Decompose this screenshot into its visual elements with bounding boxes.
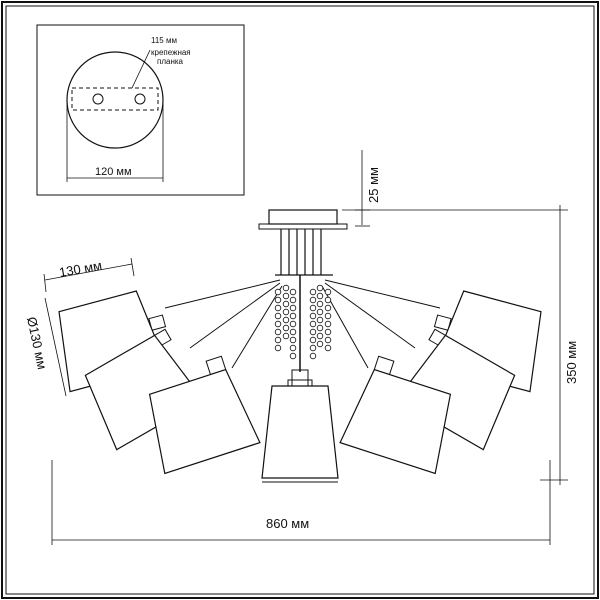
overall-height-label: 350 мм bbox=[564, 341, 579, 384]
mounting-base-inset: 115 мм крепежная планка 120 мм bbox=[36, 24, 245, 196]
inner-border bbox=[5, 5, 595, 595]
crystal-strands bbox=[274, 284, 332, 360]
canopy-base bbox=[258, 223, 348, 230]
overall-width-label: 860 мм bbox=[266, 516, 309, 531]
screw-hole-right bbox=[134, 93, 146, 105]
bracket-label-1: крепежная bbox=[151, 48, 191, 57]
shade-diameter-dim-line bbox=[44, 297, 67, 397]
shade-right-mid bbox=[395, 328, 516, 451]
bracket-leader-line bbox=[131, 49, 151, 89]
base-plate-circle bbox=[66, 51, 164, 149]
shade-left-inner bbox=[148, 355, 261, 475]
shade-height-ext-right bbox=[130, 257, 135, 277]
bracket-label-2: планка bbox=[157, 57, 184, 66]
mounting-strip bbox=[71, 87, 159, 111]
shade-height-dim-line bbox=[44, 263, 133, 281]
base-diameter-label: 120 мм bbox=[95, 166, 132, 178]
canopy-height-label: 25 мм bbox=[366, 167, 381, 203]
arms bbox=[164, 279, 441, 369]
screw-hole-left bbox=[92, 93, 104, 105]
canopy-height-dimension: 25 мм bbox=[355, 150, 381, 227]
overall-width-dimension: 860 мм bbox=[51, 460, 551, 545]
shade-center bbox=[261, 369, 339, 483]
canopy bbox=[268, 209, 338, 225]
inset-box bbox=[36, 24, 245, 196]
shade-diameter-label: Ø130 мм bbox=[24, 316, 50, 371]
center-rods bbox=[280, 229, 322, 275]
overall-height-dimension: 350 мм bbox=[342, 205, 579, 485]
shade-height-label: 130 мм bbox=[58, 258, 103, 280]
plate-length-label: 115 мм bbox=[151, 36, 177, 45]
chandelier bbox=[58, 209, 542, 483]
shade-right-inner bbox=[339, 355, 452, 475]
shade-height-ext-left bbox=[43, 273, 47, 293]
